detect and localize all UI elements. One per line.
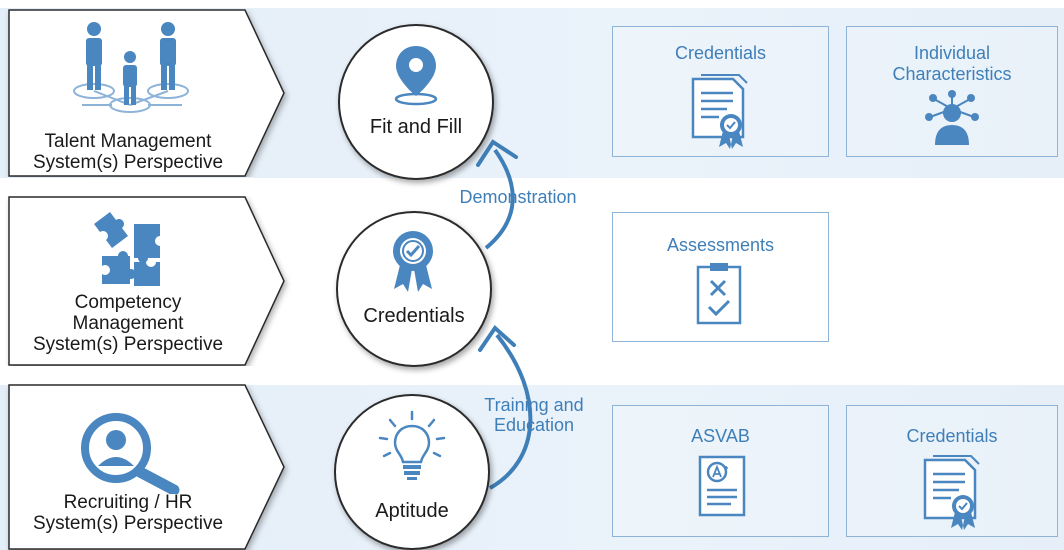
credentials-card-bottom: Credentials bbox=[846, 405, 1058, 537]
training-arrow bbox=[489, 333, 533, 490]
credentials-circle: Credentials bbox=[336, 211, 492, 367]
recruiting-perspective-label: Recruiting / HR System(s) Perspective bbox=[32, 492, 224, 534]
card-title: Individual Characteristics bbox=[892, 43, 1012, 84]
individual-characteristics-card: Individual Characteristics bbox=[846, 26, 1058, 157]
puzzle-icon bbox=[94, 212, 160, 286]
competency-perspective: Competency Management System(s) Perspect… bbox=[0, 196, 300, 366]
asvab-card: ASVAB bbox=[612, 405, 829, 537]
credentials-card-top: Credentials bbox=[612, 26, 829, 157]
certificate-document-icon bbox=[923, 455, 980, 530]
award-badge-icon bbox=[393, 231, 433, 292]
person-hub-icon bbox=[925, 90, 979, 145]
clipboard-checklist-icon bbox=[696, 263, 742, 325]
credentials-stage-label: Credentials bbox=[363, 305, 465, 327]
certificate-document-icon bbox=[691, 74, 748, 149]
talent-perspective: Talent Management System(s) Perspective bbox=[0, 9, 300, 177]
lightbulb-icon bbox=[378, 410, 446, 480]
assessments-card: Assessments bbox=[612, 212, 829, 342]
fit-and-fill-circle: Fit and Fill bbox=[338, 24, 494, 180]
magnifier-person-icon bbox=[81, 413, 180, 494]
aptitude-circle: Aptitude bbox=[334, 394, 490, 550]
demonstration-arrowhead bbox=[476, 139, 518, 167]
card-title: Assessments bbox=[666, 235, 775, 255]
chevron-shape bbox=[8, 9, 285, 177]
competency-perspective-label: Competency Management System(s) Perspect… bbox=[32, 292, 224, 355]
card-title: Credentials bbox=[674, 43, 767, 63]
training-arrowhead bbox=[478, 324, 516, 352]
fit-and-fill-label: Fit and Fill bbox=[369, 116, 463, 138]
recruiting-perspective: Recruiting / HR System(s) Perspective bbox=[0, 384, 300, 550]
graded-test-icon bbox=[698, 455, 746, 517]
card-title: Credentials bbox=[906, 426, 998, 446]
location-pin-icon bbox=[394, 46, 438, 106]
aptitude-label: Aptitude bbox=[375, 500, 449, 522]
demonstration-label: Demonstration bbox=[459, 187, 577, 207]
people-network-icon bbox=[73, 22, 189, 113]
demonstration-arrow bbox=[484, 148, 515, 250]
card-title: ASVAB bbox=[691, 426, 750, 446]
training-education-label: Training and Education bbox=[484, 395, 584, 435]
chevron-shape bbox=[8, 384, 285, 550]
talent-perspective-label: Talent Management System(s) Perspective bbox=[32, 131, 224, 173]
